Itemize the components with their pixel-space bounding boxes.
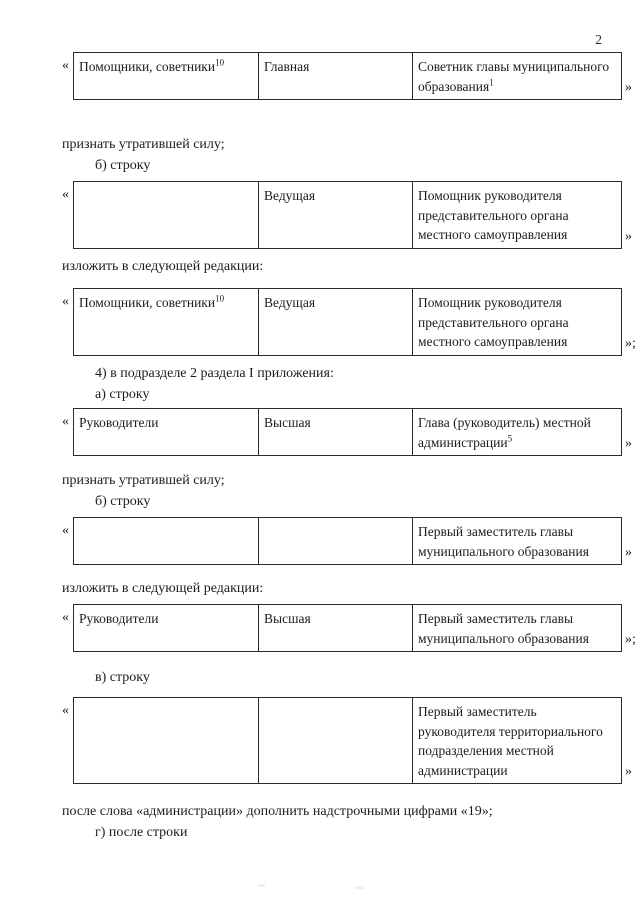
table-row: Первый заместитель главы муниципального … xyxy=(73,517,622,565)
table-cell-c3: Первый заместитель главы муниципального … xyxy=(412,517,622,565)
table-row: Первый заместитель руководителя территор… xyxy=(73,697,622,784)
open-quote-mark: « xyxy=(62,703,69,718)
open-quote-mark: « xyxy=(62,294,69,309)
cell-text: Помощники, советники xyxy=(79,295,216,310)
footnote-marker: 10 xyxy=(215,293,225,304)
table-vedushchaya-empty: « Ведущая Помощник руководителя представит… xyxy=(62,181,632,249)
table-cell-c2 xyxy=(258,697,413,784)
table-pervyy-zamestitel-territorialnogo-grid: Первый заместитель руководителя территор… xyxy=(73,697,622,784)
cell-text: Высшая xyxy=(264,415,311,430)
table-row: Ведущая Помощник руководителя представите… xyxy=(73,181,622,249)
table-cell-c3: Глава (руководитель) местной администрац… xyxy=(412,408,622,456)
para-v-stroku: в) строку xyxy=(95,670,150,685)
table-cell-c1 xyxy=(73,517,259,565)
scan-artifact xyxy=(355,886,364,889)
footnote-marker: 1 xyxy=(489,77,494,87)
table-cell-c1 xyxy=(73,697,259,784)
para-b-stroku-1: б) строку xyxy=(95,158,151,173)
cell-text: Руководители xyxy=(79,415,159,430)
close-quote-mark: » xyxy=(625,436,632,451)
cell-text: Главная xyxy=(264,59,310,74)
cell-text: Глава (руководитель) местной администрац… xyxy=(418,415,591,450)
table-cell-c3: Советник главы муниципального образовани… xyxy=(412,52,622,100)
table-cell-c3: Помощник руководителя представительного … xyxy=(412,181,622,249)
cell-text: Первый заместитель руководителя территор… xyxy=(418,704,603,778)
para-izlozhit-v-redakcii-1: изложить в следующей редакции: xyxy=(62,259,264,274)
cell-text: Ведущая xyxy=(264,295,316,310)
para-priznat-utrativshey-silu-1: признать утратившей силу; xyxy=(62,137,225,152)
cell-text: Первый заместитель главы муниципального … xyxy=(418,611,589,646)
open-quote-mark: « xyxy=(62,58,69,73)
para-a-stroku: а) строку xyxy=(95,387,150,402)
table-cell-c1: Помощники, советники10 xyxy=(73,52,259,100)
open-quote-mark: « xyxy=(62,187,69,202)
table-cell-c2: Главная xyxy=(258,52,413,100)
table-rukovoditeli-vysshaya-zamestitel-grid: Руководители Высшая Первый заместитель гла… xyxy=(73,604,622,652)
para-priznat-utrativshey-silu-2: признать утратившей силу; xyxy=(62,473,225,488)
cell-text: Помощник руководителя представительного … xyxy=(418,188,569,242)
table-pervyy-zamestitel-empty: « Первый заместитель главы муниципального… xyxy=(62,517,632,565)
table-cell-c2: Ведущая xyxy=(258,181,413,249)
table-pervyy-zamestitel-empty-grid: Первый заместитель главы муниципального … xyxy=(73,517,622,565)
close-quote-mark: »; xyxy=(625,335,636,351)
table-cell-c2 xyxy=(258,517,413,565)
cell-text: Высшая xyxy=(264,611,311,626)
table-row: Руководители Высшая Глава (руководитель) м… xyxy=(73,408,622,456)
table-row: Руководители Высшая Первый заместитель гла… xyxy=(73,604,622,652)
open-quote-mark: « xyxy=(62,414,69,429)
table-rukovoditeli-vysshaya-zamestitel: « Руководители Высшая Первый заместитель гл… xyxy=(62,604,636,652)
table-cell-c1: Помощники, советники10 xyxy=(73,288,259,356)
close-quote-mark: » xyxy=(625,228,632,244)
page-number: 2 xyxy=(595,32,602,47)
scan-artifact xyxy=(258,884,265,887)
para-izlozhit-v-redakcii-2: изложить в следующей редакции: xyxy=(62,581,264,596)
cell-text: Помощник руководителя представительного … xyxy=(418,295,569,349)
para-punkt-4-podrazdel: 4) в подразделе 2 раздела I приложения: xyxy=(95,366,334,381)
close-quote-mark: » xyxy=(625,80,632,95)
table-cell-c3: Первый заместитель главы муниципального … xyxy=(412,604,622,652)
table-cell-c3: Первый заместитель руководителя территор… xyxy=(412,697,622,784)
cell-text: Советник главы муниципального образовани… xyxy=(418,59,610,94)
table-cell-c1: Руководители xyxy=(73,604,259,652)
close-quote-mark: » xyxy=(625,764,632,779)
table-cell-c2: Ведущая xyxy=(258,288,413,356)
table-vedushchaya-empty-grid: Ведущая Помощник руководителя представите… xyxy=(73,181,622,249)
table-pomoshchniki-glavnaya: « Помощники, советники10 Главная Советник г… xyxy=(62,52,632,100)
open-quote-mark: « xyxy=(62,610,69,625)
table-rukovoditeli-vysshaya-glava-grid: Руководители Высшая Глава (руководитель) м… xyxy=(73,408,622,456)
table-rukovoditeli-vysshaya-glava: « Руководители Высшая Глава (руководитель) … xyxy=(62,408,632,456)
footnote-marker: 10 xyxy=(215,57,225,68)
table-cell-c1 xyxy=(73,181,259,249)
table-pomoshchniki-glavnaya-grid: Помощники, советники10 Главная Советник гл… xyxy=(73,52,622,100)
close-quote-mark: »; xyxy=(625,632,636,647)
table-cell-c2: Высшая xyxy=(258,604,413,652)
table-pomoshchniki-vedushchaya-grid: Помощники, советники10 Ведущая Помощник ру… xyxy=(73,288,622,356)
para-g-posle-stroki: г) после строки xyxy=(95,825,188,840)
table-pomoshchniki-vedushchaya: « Помощники, советники10 Ведущая Помощник р… xyxy=(62,288,636,356)
para-b-stroku-2: б) строку xyxy=(95,494,151,509)
footnote-marker: 5 xyxy=(507,433,513,443)
table-row: Помощники, советники10 Ведущая Помощник ру… xyxy=(73,288,622,356)
cell-text: Ведущая xyxy=(264,188,316,203)
table-cell-c3: Помощник руководителя представительного … xyxy=(412,288,622,356)
para-posle-slova-administracii: после слова «администрации» дополнить на… xyxy=(62,804,493,819)
open-quote-mark: « xyxy=(62,523,69,538)
table-pervyy-zamestitel-territorialnogo: « Первый заместитель руководителя террито… xyxy=(62,697,632,784)
table-cell-c2: Высшая xyxy=(258,408,413,456)
cell-text: Первый заместитель главы муниципального … xyxy=(418,524,589,559)
cell-text: Руководители xyxy=(79,611,159,626)
table-cell-c1: Руководители xyxy=(73,408,259,456)
cell-text: Помощники, советники xyxy=(79,59,216,74)
table-row: Помощники, советники10 Главная Советник гл… xyxy=(73,52,622,100)
close-quote-mark: » xyxy=(625,545,632,560)
